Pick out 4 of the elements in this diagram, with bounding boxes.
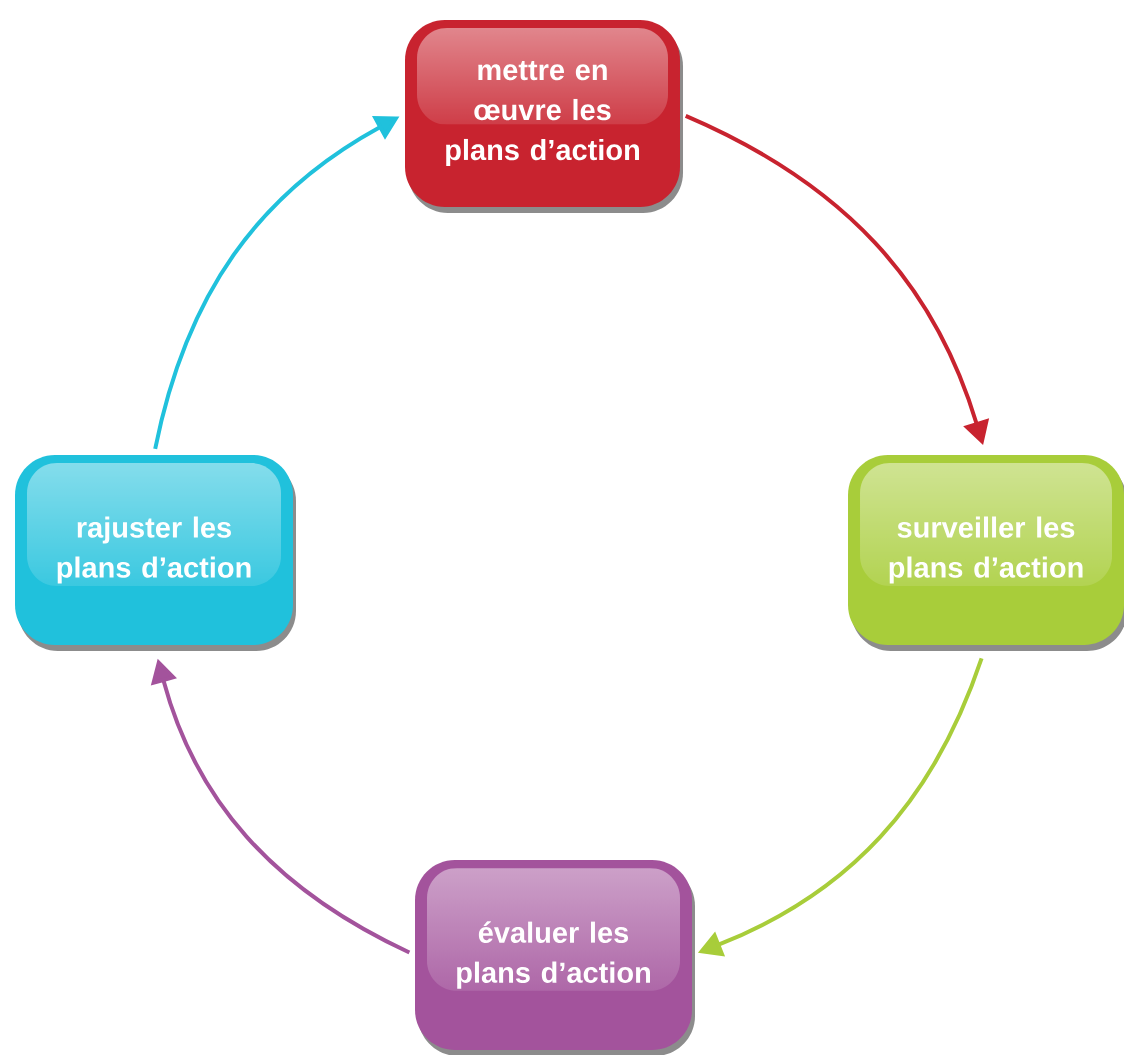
process-box: mettre en œuvre les plans d’action: [405, 20, 683, 213]
process-box: surveiller les plans d’action: [848, 455, 1124, 651]
process-box: rajuster les plans d’action: [15, 455, 296, 651]
process-box: évaluer les plans d’action: [415, 860, 695, 1055]
